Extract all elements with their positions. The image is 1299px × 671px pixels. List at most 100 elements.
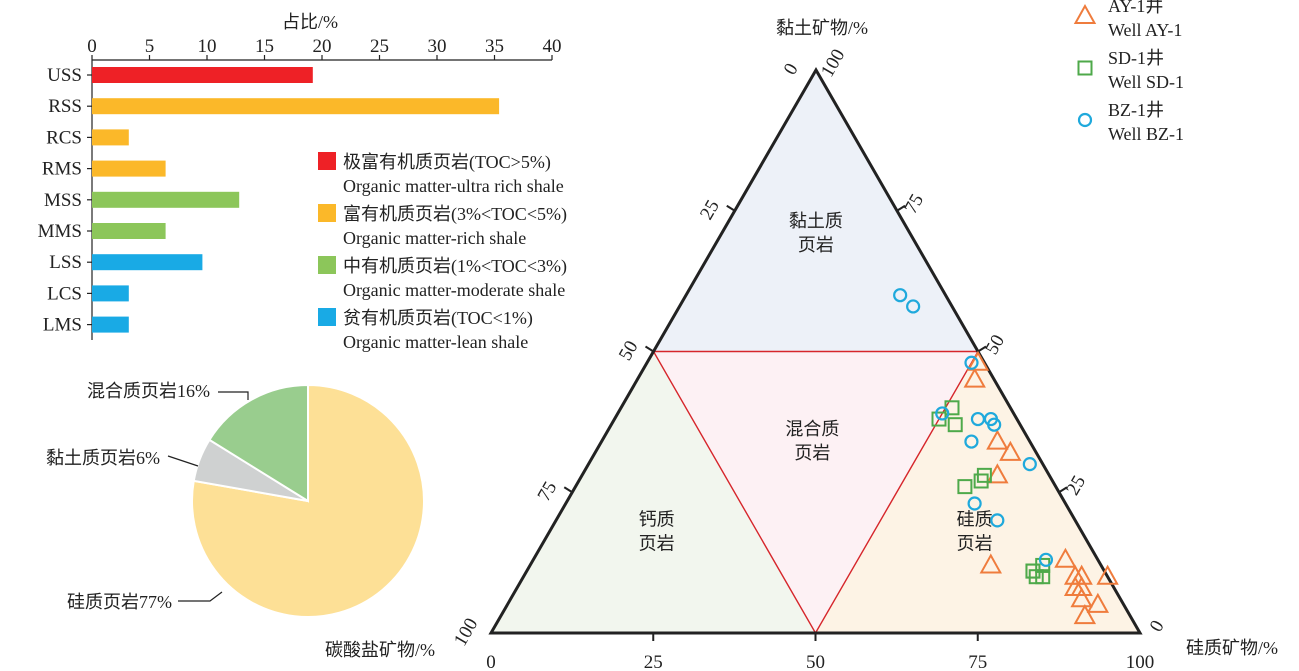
region-label-clay: 黏土质页岩 xyxy=(789,211,843,255)
legend-label-en: Organic matter-lean shale xyxy=(343,332,528,352)
point-triangle xyxy=(1070,575,1093,596)
point-circle xyxy=(990,513,1005,528)
bar-mms xyxy=(92,223,166,239)
point-triangle xyxy=(1054,547,1077,568)
base-tick-label: 0 xyxy=(486,652,496,671)
point-triangle xyxy=(979,553,1002,574)
point-circle xyxy=(1022,457,1037,472)
right-tick-label: 25 xyxy=(1062,472,1090,499)
base-tick-label: 100 xyxy=(1126,652,1155,671)
region-label-calcareous: 钙质页岩 xyxy=(639,509,675,553)
point-circle xyxy=(893,288,908,303)
pie-leader-clay xyxy=(167,455,199,467)
point-square xyxy=(957,479,973,495)
ternary-points xyxy=(893,288,1119,625)
left-tick-mark xyxy=(644,345,655,353)
bar-category-label: MSS xyxy=(44,190,82,211)
bar-category-label: USS xyxy=(47,65,82,86)
region-clay-shale xyxy=(653,70,978,352)
point-square xyxy=(1028,569,1044,585)
legend-well-cn: SD-1井 xyxy=(1108,48,1164,68)
left-tick-label: 0 xyxy=(780,60,803,79)
bar-x-tick-label: 0 xyxy=(87,36,97,57)
pie-label-mixed: 混合质页岩16% xyxy=(87,381,210,401)
bar-x-tick-label: 35 xyxy=(485,36,504,57)
legend-label-cn: 极富有机质页岩(TOC>5%) xyxy=(343,152,551,173)
bar-category-label: RCS xyxy=(46,127,82,148)
point-triangle xyxy=(966,350,990,371)
bar-x-tick-label: 5 xyxy=(145,36,155,57)
legend-marker-SD xyxy=(1077,60,1093,76)
bar-rss xyxy=(92,98,500,115)
bar-x-tick-label: 25 xyxy=(370,36,389,57)
point-circle xyxy=(935,406,950,421)
legend-swatch-rich xyxy=(318,204,336,222)
bar-x-tick-label: 10 xyxy=(198,36,217,57)
point-circle xyxy=(964,355,979,370)
ternary-left-axis-title: 碳酸盐矿物/% xyxy=(325,640,435,660)
point-circle xyxy=(987,417,1002,432)
legend-label-cn: 中有机质页岩(1%<TOC<3%) xyxy=(343,256,567,277)
point-triangle xyxy=(1073,604,1097,625)
point-triangle xyxy=(986,463,1009,484)
legend-swatch-moderate xyxy=(318,256,336,274)
ternary-right-axis-title: 硅质矿物/% xyxy=(1186,638,1278,658)
bar-x-tick-label: 15 xyxy=(255,36,274,57)
legend-label-cn: 贫有机质页岩(TOC<1%) xyxy=(343,308,533,329)
bar-x-axis-title: 占比/% xyxy=(282,12,338,32)
legend-well-cn: BZ-1井 xyxy=(1108,100,1164,120)
legend-well-cn: AY-1井 xyxy=(1108,0,1163,16)
point-triangle xyxy=(1096,564,1119,585)
point-circle xyxy=(967,496,982,511)
bar-x-tick-label: 20 xyxy=(313,36,332,57)
pie-label-silic: 硅质页岩77% xyxy=(67,592,172,612)
legend-label-en: Organic matter-moderate shale xyxy=(343,280,565,300)
legend-label-en: Organic matter-ultra rich shale xyxy=(343,176,564,196)
bar-category-label: RSS xyxy=(48,96,82,117)
pie-leader-silic xyxy=(178,591,223,602)
bar-lss xyxy=(92,254,203,271)
pie-slice-0 xyxy=(191,383,425,618)
pie-label-clay: 黏土质页岩6% xyxy=(46,448,160,468)
left-tick-label: 100 xyxy=(450,615,482,650)
bar-x-tick-label: 40 xyxy=(543,36,562,57)
point-circle xyxy=(1038,552,1054,567)
region-label-siliceous: 硅质页岩 xyxy=(957,509,993,553)
point-triangle xyxy=(963,367,986,388)
point-circle xyxy=(906,299,921,314)
right-tick-mark xyxy=(896,204,906,212)
bar-rms xyxy=(92,160,166,177)
legend-swatch-ultra xyxy=(318,152,336,170)
legend-well-en: Well SD-1 xyxy=(1108,72,1184,92)
bar-lcs xyxy=(92,285,129,302)
bar-category-label: MMS xyxy=(38,221,82,242)
legend-swatch-lean xyxy=(318,308,336,326)
region-label-mixed: 混合质页岩 xyxy=(785,419,839,463)
point-square xyxy=(947,417,963,433)
bar-lms xyxy=(92,316,129,333)
base-tick-label: 75 xyxy=(968,652,987,671)
left-tick-mark xyxy=(726,204,736,212)
ternary-top-axis-title: 黏土矿物/% xyxy=(776,18,868,38)
base-tick-label: 25 xyxy=(644,652,663,671)
right-tick-mark xyxy=(977,345,987,353)
bar-x-tick-label: 30 xyxy=(428,36,447,57)
point-triangle xyxy=(1070,587,1093,608)
pie-slice-2 xyxy=(208,383,309,503)
bar-category-label: LCS xyxy=(47,283,82,304)
bar-rcs xyxy=(92,129,129,146)
right-tick-label: 0 xyxy=(1146,617,1169,636)
region-calcareous-shale xyxy=(491,351,816,633)
legend-marker-BZ xyxy=(1077,112,1093,128)
left-tick-label: 75 xyxy=(534,478,562,505)
point-circle xyxy=(964,434,979,449)
right-tick-label: 75 xyxy=(900,191,928,218)
point-triangle xyxy=(1086,592,1110,613)
bar-uss xyxy=(92,67,313,83)
point-triangle xyxy=(1070,564,1093,585)
pie-chart: 混合质页岩16% 黏土质页岩6% 硅质页岩77% xyxy=(46,381,425,618)
bar-legend: 极富有机质页岩(TOC>5%) Organic matter-ultra rich… xyxy=(318,152,567,352)
